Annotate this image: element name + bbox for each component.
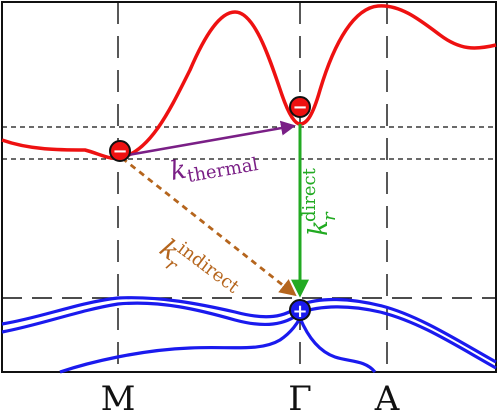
svg-text:direct: direct <box>299 167 320 222</box>
direct-label: k r direct <box>299 167 340 236</box>
valence-band-curve-2 <box>1 296 497 364</box>
valence-band-curve-3 <box>59 314 377 374</box>
m-point-label: M <box>100 379 136 419</box>
indirect-recombination-arrow <box>121 156 297 297</box>
svg-text:−: − <box>292 97 307 118</box>
conduction-band-curve <box>1 4 497 161</box>
thermal-label: kthermal <box>168 142 260 190</box>
svg-text:+: + <box>292 301 307 322</box>
hole-gamma-marker: + <box>289 299 311 322</box>
svg-text:−: − <box>112 141 127 162</box>
electron-gamma-marker: − <box>289 96 311 118</box>
valence-band-curve-1 <box>1 301 497 370</box>
thermal-transition-arrow <box>127 120 296 157</box>
svg-text:r: r <box>319 211 340 221</box>
plot-frame <box>1 1 497 373</box>
svg-text:k: k <box>304 220 334 236</box>
gamma-point-label: Γ <box>288 379 312 419</box>
svg-text:indirect: indirect <box>173 238 243 298</box>
electron-m-marker: − <box>109 140 131 162</box>
a-point-label: A <box>374 379 400 419</box>
